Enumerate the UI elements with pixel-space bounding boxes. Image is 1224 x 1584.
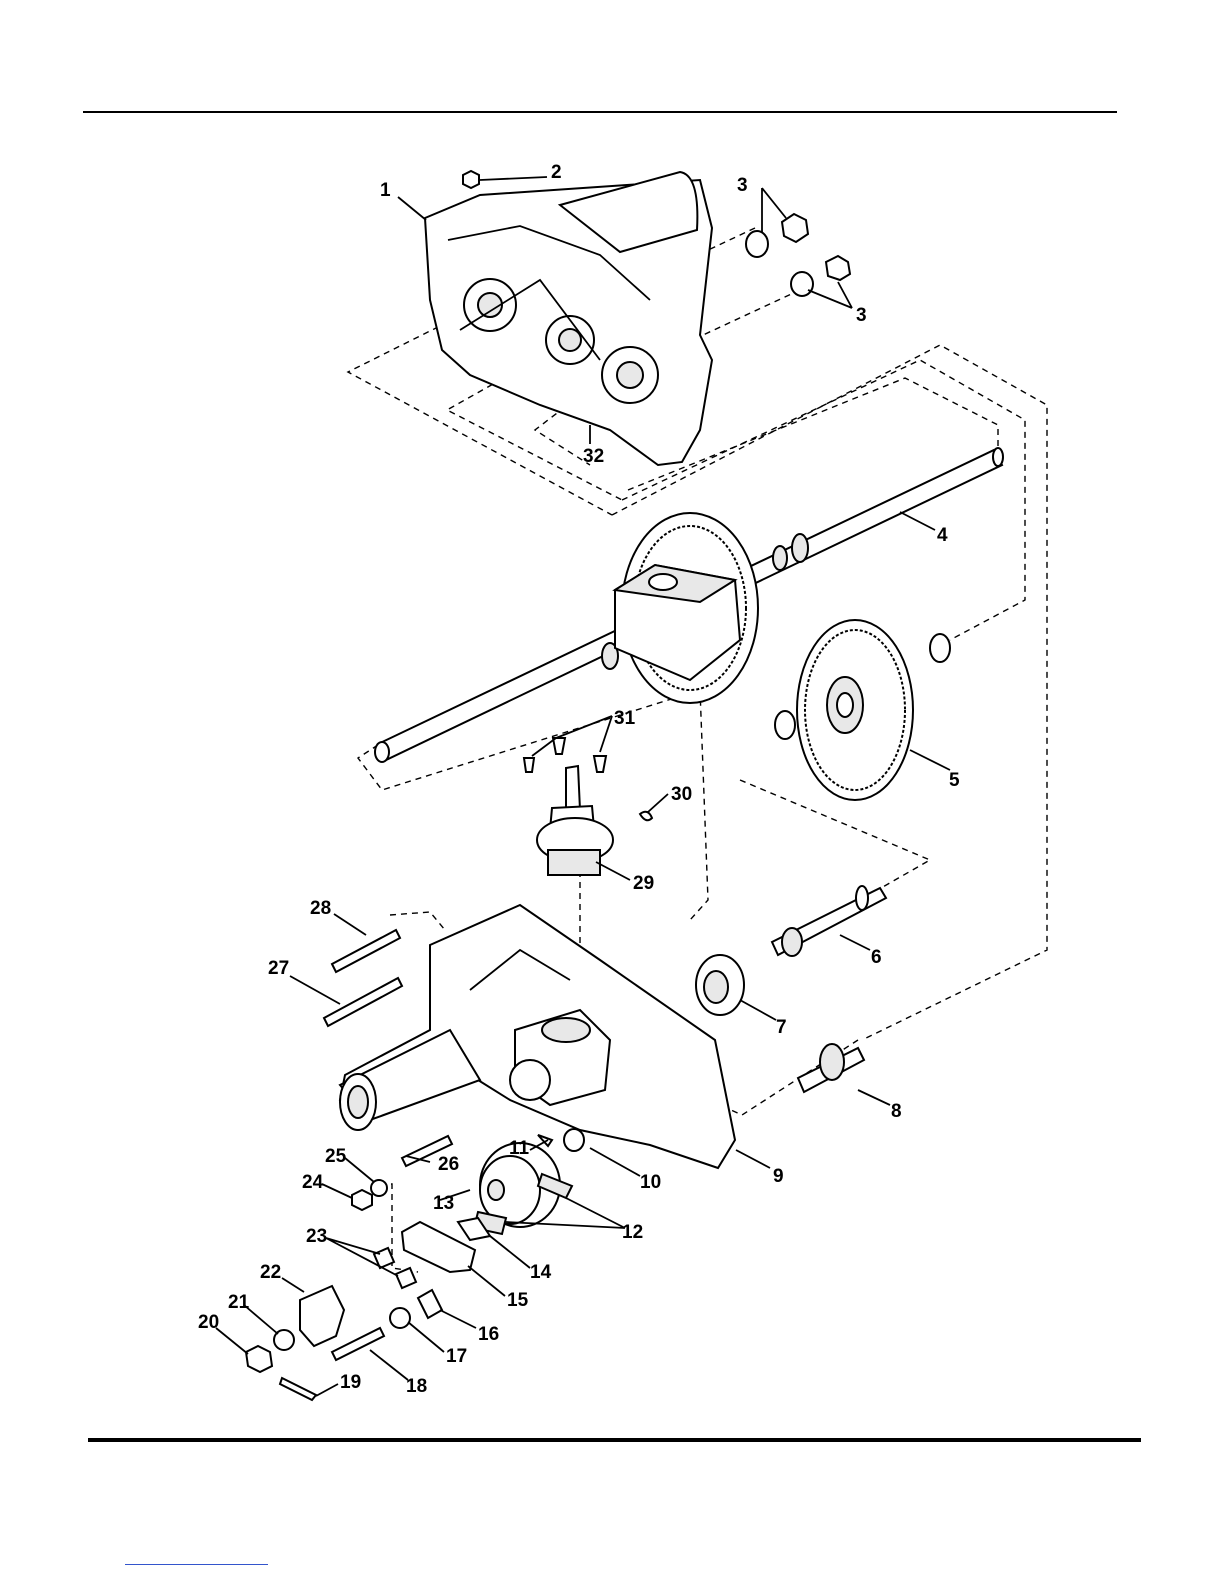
callout-14: 14	[530, 1262, 552, 1283]
callout-5: 5	[949, 770, 960, 791]
callout-9: 9	[773, 1166, 784, 1187]
callout-16: 16	[478, 1324, 499, 1345]
cotter-pin-19	[280, 1378, 316, 1400]
callout-20: 20	[198, 1312, 219, 1333]
washer-5-right	[930, 634, 950, 662]
brake-arm-22	[300, 1286, 344, 1346]
callout-25: 25	[325, 1146, 347, 1167]
callout-11: 11	[509, 1138, 530, 1159]
callout-12: 12	[622, 1222, 643, 1243]
upper-transaxle-housing	[425, 172, 712, 465]
callout-2: 2	[551, 162, 562, 183]
nut-24	[352, 1190, 372, 1210]
seal-10	[564, 1129, 584, 1151]
axle-nuts-3-lower	[791, 256, 850, 296]
callout-26: 26	[438, 1154, 459, 1175]
castle-nut-20	[246, 1346, 272, 1372]
callout-24: 24	[302, 1172, 324, 1193]
input-shaft-6	[772, 886, 886, 956]
screws-31	[524, 738, 606, 772]
callout-10: 10	[640, 1172, 661, 1193]
callout-13: 13	[433, 1193, 454, 1214]
spur-gear-5	[797, 620, 913, 800]
callout-18: 18	[406, 1376, 427, 1397]
bearing-retainer-29	[537, 766, 613, 875]
callout-7: 7	[776, 1017, 787, 1038]
pinion-shaft-8	[798, 1044, 864, 1092]
callout-8: 8	[891, 1101, 902, 1122]
callout-3-lower: 3	[856, 305, 867, 326]
callout-17: 17	[446, 1346, 467, 1367]
lower-transaxle-housing	[340, 905, 735, 1168]
dowel-pins-23	[374, 1248, 416, 1288]
washer-5-left	[775, 711, 795, 739]
callout-1: 1	[380, 180, 391, 201]
callout-30: 30	[671, 784, 692, 805]
spacer-16	[418, 1290, 442, 1318]
callout-31: 31	[614, 708, 636, 729]
gear-bearing-7	[696, 955, 744, 1015]
callout-6: 6	[871, 947, 882, 968]
callout-32: 32	[583, 446, 604, 467]
callout-19: 19	[340, 1372, 361, 1393]
callout-3-upper: 3	[737, 175, 748, 196]
callout-22: 22	[260, 1262, 281, 1283]
washer-17	[390, 1308, 410, 1328]
callout-21: 21	[228, 1292, 250, 1313]
bolt-28	[332, 930, 400, 972]
key-30	[640, 812, 652, 821]
callout-4: 4	[937, 525, 948, 546]
callout-15: 15	[507, 1290, 529, 1311]
axle-nuts-3-upper	[746, 214, 808, 257]
callout-29: 29	[633, 873, 654, 894]
nut-2	[463, 171, 479, 188]
callout-27: 27	[268, 958, 289, 979]
callout-23: 23	[306, 1226, 327, 1247]
callout-28: 28	[310, 898, 331, 919]
